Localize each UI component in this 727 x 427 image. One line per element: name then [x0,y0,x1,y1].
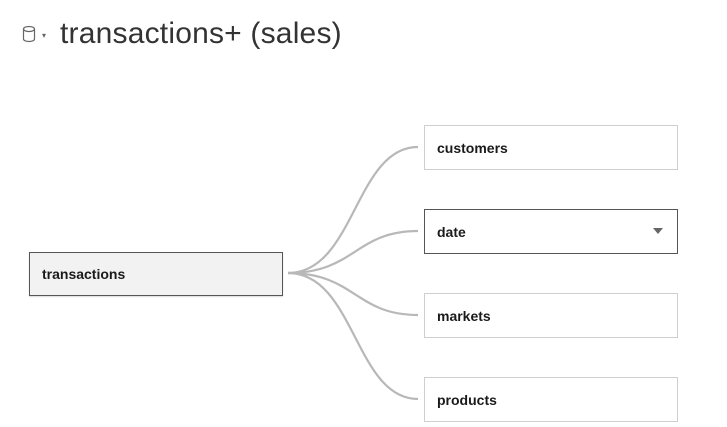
table-transactions[interactable]: transactions [29,252,283,296]
table-label: markets [437,307,491,324]
table-label: products [437,391,497,408]
connector-customers [287,145,419,275]
table-products[interactable]: products [424,377,678,422]
page-title: transactions+ (sales) [60,17,342,50]
table-date[interactable]: date [424,209,678,254]
database-icon[interactable] [22,24,38,44]
table-customers[interactable]: customers [424,125,678,170]
connector-date [287,229,419,275]
table-label: transactions [42,266,126,282]
datasource-menu-caret-icon[interactable]: ▾ [42,30,47,40]
dropdown-caret-icon[interactable] [653,228,663,234]
table-label: date [437,223,466,240]
page-header: ▾ transactions+ (sales) [22,14,342,54]
table-label: customers [437,139,508,156]
table-markets[interactable]: markets [424,293,678,338]
connector-markets [287,271,419,317]
connector-products [287,271,419,401]
